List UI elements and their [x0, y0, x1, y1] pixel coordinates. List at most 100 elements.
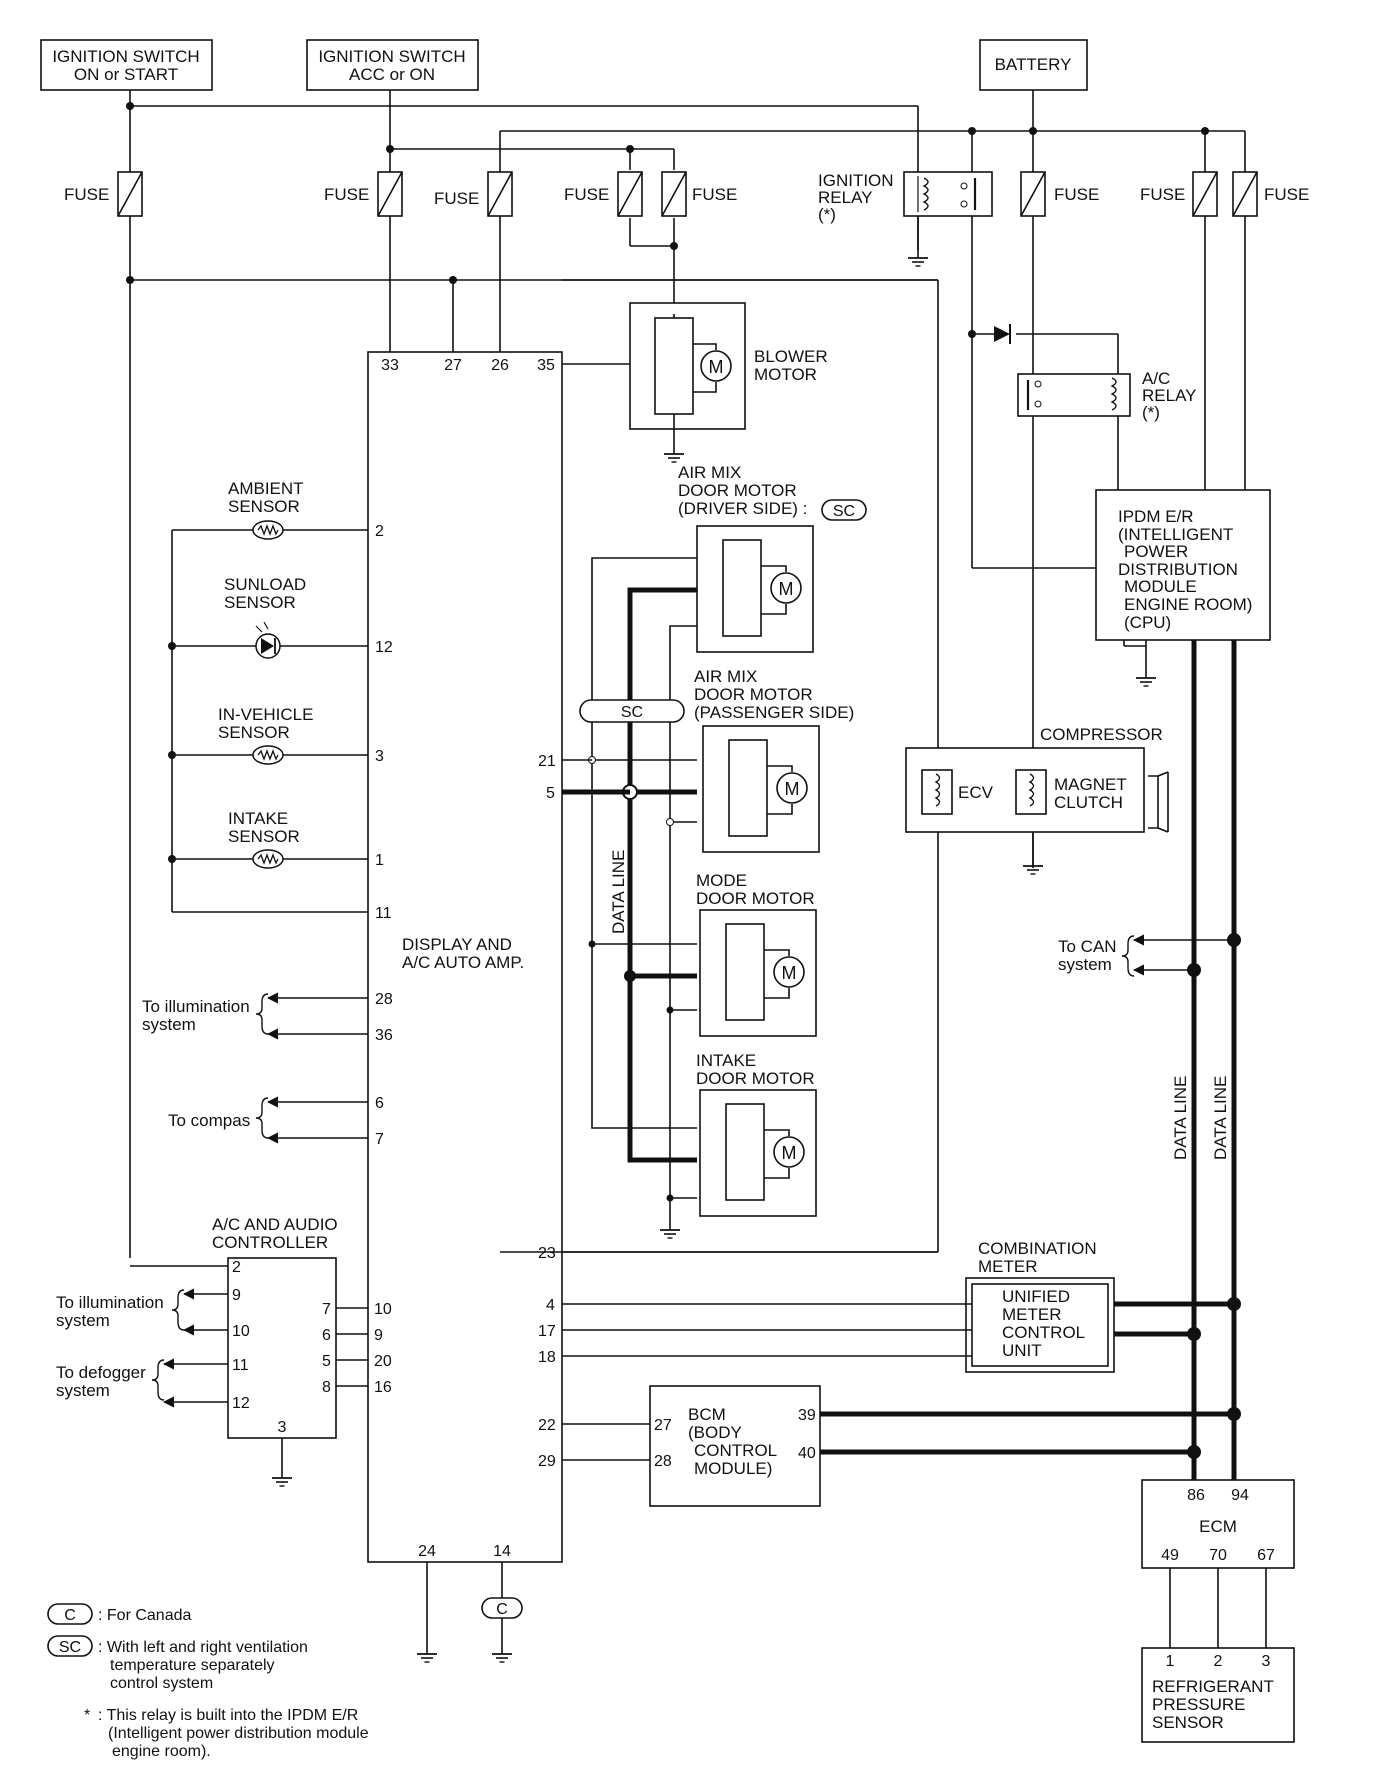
battery: BATTERY — [979, 39, 1088, 91]
fuse-7: FUSE — [1140, 171, 1218, 217]
svg-text:27: 27 — [654, 1417, 672, 1434]
svg-text:system: system — [56, 1381, 110, 1400]
fuse-1: FUSE — [64, 171, 143, 217]
svg-text:: With left and right ventilat: : With left and right ventilation — [98, 1639, 308, 1656]
svg-text:39: 39 — [798, 1407, 816, 1424]
svg-text:INTAKE: INTAKE — [228, 809, 288, 828]
svg-text:COMPRESSOR: COMPRESSOR — [1040, 725, 1163, 744]
svg-text:IGNITION SWITCH: IGNITION SWITCH — [318, 47, 465, 66]
svg-text:: For Canada: : For Canada — [98, 1607, 191, 1624]
svg-text:SC: SC — [59, 1639, 81, 1656]
svg-text:DOOR MOTOR: DOOR MOTOR — [678, 481, 797, 500]
svg-text:36: 36 — [375, 1027, 393, 1044]
svg-text:temperature separately: temperature separately — [110, 1657, 275, 1674]
svg-text:(CPU): (CPU) — [1124, 613, 1171, 632]
svg-text:49: 49 — [1161, 1547, 1179, 1564]
svg-text:21: 21 — [538, 753, 556, 770]
svg-text:FUSE: FUSE — [434, 189, 479, 208]
junction-dots — [126, 102, 1209, 338]
svg-text:DATA LINE: DATA LINE — [609, 850, 628, 934]
svg-text:To defogger: To defogger — [56, 1363, 146, 1382]
svg-text:system: system — [142, 1015, 196, 1034]
fuse-6: FUSE — [1020, 171, 1099, 217]
svg-text:To compas: To compas — [168, 1111, 250, 1130]
svg-text:BATTERY: BATTERY — [995, 55, 1072, 74]
svg-text:To CAN: To CAN — [1058, 937, 1117, 956]
svg-text:3: 3 — [375, 748, 384, 765]
svg-text:23: 23 — [538, 1245, 556, 1262]
svg-text:CLUTCH: CLUTCH — [1054, 793, 1123, 812]
svg-text:RELAY: RELAY — [1142, 386, 1197, 405]
svg-text:(BODY: (BODY — [688, 1423, 742, 1442]
svg-text:PRESSURE: PRESSURE — [1152, 1695, 1246, 1714]
svg-text:94: 94 — [1231, 1487, 1249, 1504]
svg-text:6: 6 — [322, 1327, 331, 1344]
svg-text:5: 5 — [322, 1353, 331, 1370]
svg-text:(PASSENGER SIDE): (PASSENGER SIDE) — [694, 703, 854, 722]
svg-text:4: 4 — [546, 1297, 555, 1314]
svg-text:MAGNET: MAGNET — [1054, 775, 1127, 794]
svg-text:18: 18 — [538, 1349, 556, 1366]
air-mix-door-motor-passenger: M AIR MIX DOOR MOTOR (PASSENGER SIDE) — [694, 667, 854, 853]
sunload-sensor: SUNLOAD SENSOR 12 — [224, 575, 393, 659]
svg-text:A/C AND AUDIO: A/C AND AUDIO — [212, 1215, 338, 1234]
svg-text:*: * — [84, 1707, 90, 1724]
legend: C : For Canada SC : With left and right … — [47, 1603, 369, 1760]
svg-text:ECM: ECM — [1199, 1517, 1237, 1536]
can-data-lines: To CAN system DATA LINE DATA LINE — [1058, 640, 1241, 1480]
svg-text:10: 10 — [374, 1301, 392, 1318]
fuse-5: FUSE — [661, 171, 737, 217]
svg-text:1: 1 — [375, 852, 384, 869]
diode-icon — [994, 324, 1011, 344]
svg-text:BLOWER: BLOWER — [754, 347, 828, 366]
fuse-3: FUSE — [434, 171, 513, 217]
ecm: 86 94 ECM 49 70 67 — [1141, 1414, 1295, 1648]
svg-text:DOOR MOTOR: DOOR MOTOR — [696, 1069, 815, 1088]
mode-door-motor: M MODE DOOR MOTOR — [696, 871, 817, 1037]
svg-text:35: 35 — [537, 357, 555, 374]
svg-text:7: 7 — [375, 1131, 384, 1148]
svg-text:DISTRIBUTION: DISTRIBUTION — [1118, 560, 1238, 579]
svg-text:FUSE: FUSE — [692, 185, 737, 204]
svg-text:M: M — [785, 779, 800, 799]
svg-text:9: 9 — [374, 1327, 383, 1344]
svg-text:SENSOR: SENSOR — [228, 827, 300, 846]
svg-text:A/C AUTO AMP.: A/C AUTO AMP. — [402, 953, 524, 972]
svg-text:BCM: BCM — [688, 1405, 726, 1424]
svg-text:9: 9 — [232, 1287, 241, 1304]
power-wiring — [129, 90, 1246, 1258]
intake-door-motor: M INTAKE DOOR MOTOR — [696, 1051, 817, 1217]
svg-text:To illumination: To illumination — [142, 997, 250, 1016]
svg-text:METER: METER — [1002, 1305, 1062, 1324]
in-vehicle-sensor: IN-VEHICLE SENSOR 3 — [218, 705, 384, 765]
svg-text:MODE: MODE — [696, 871, 747, 890]
svg-text:40: 40 — [798, 1445, 816, 1462]
svg-text:SC: SC — [621, 704, 643, 721]
svg-text:12: 12 — [232, 1395, 250, 1412]
fuse-2: FUSE — [324, 171, 403, 217]
svg-text:86: 86 — [1187, 1487, 1205, 1504]
svg-text:: This relay is built into the: : This relay is built into the IPDM E/R — [98, 1707, 358, 1724]
svg-text:COMBINATION: COMBINATION — [978, 1239, 1097, 1258]
svg-text:MODULE: MODULE — [1124, 577, 1197, 596]
ambient-sensor: AMBIENT SENSOR 2 — [228, 479, 384, 540]
svg-text:CONTROL: CONTROL — [694, 1441, 777, 1460]
svg-text:26: 26 — [491, 357, 509, 374]
to-compas: To compas 6 7 — [168, 1095, 384, 1148]
svg-text:22: 22 — [538, 1417, 556, 1434]
ignition-switch-acc-on: IGNITION SWITCH ACC or ON — [306, 39, 479, 91]
pin-11: 11 — [375, 905, 392, 922]
svg-text:1: 1 — [1166, 1653, 1175, 1670]
svg-text:M: M — [779, 579, 794, 599]
svg-text:5: 5 — [546, 785, 555, 802]
svg-text:ENGINE ROOM): ENGINE ROOM) — [1124, 595, 1252, 614]
svg-text:14: 14 — [493, 1543, 511, 1560]
svg-text:ACC or ON: ACC or ON — [349, 65, 435, 84]
svg-text:SENSOR: SENSOR — [1152, 1713, 1224, 1732]
svg-text:17: 17 — [538, 1323, 556, 1340]
svg-text:system: system — [56, 1311, 110, 1330]
svg-text:(INTELLIGENT: (INTELLIGENT — [1118, 525, 1233, 544]
svg-text:DOOR MOTOR: DOOR MOTOR — [696, 889, 815, 908]
svg-text:AIR MIX: AIR MIX — [694, 667, 757, 686]
